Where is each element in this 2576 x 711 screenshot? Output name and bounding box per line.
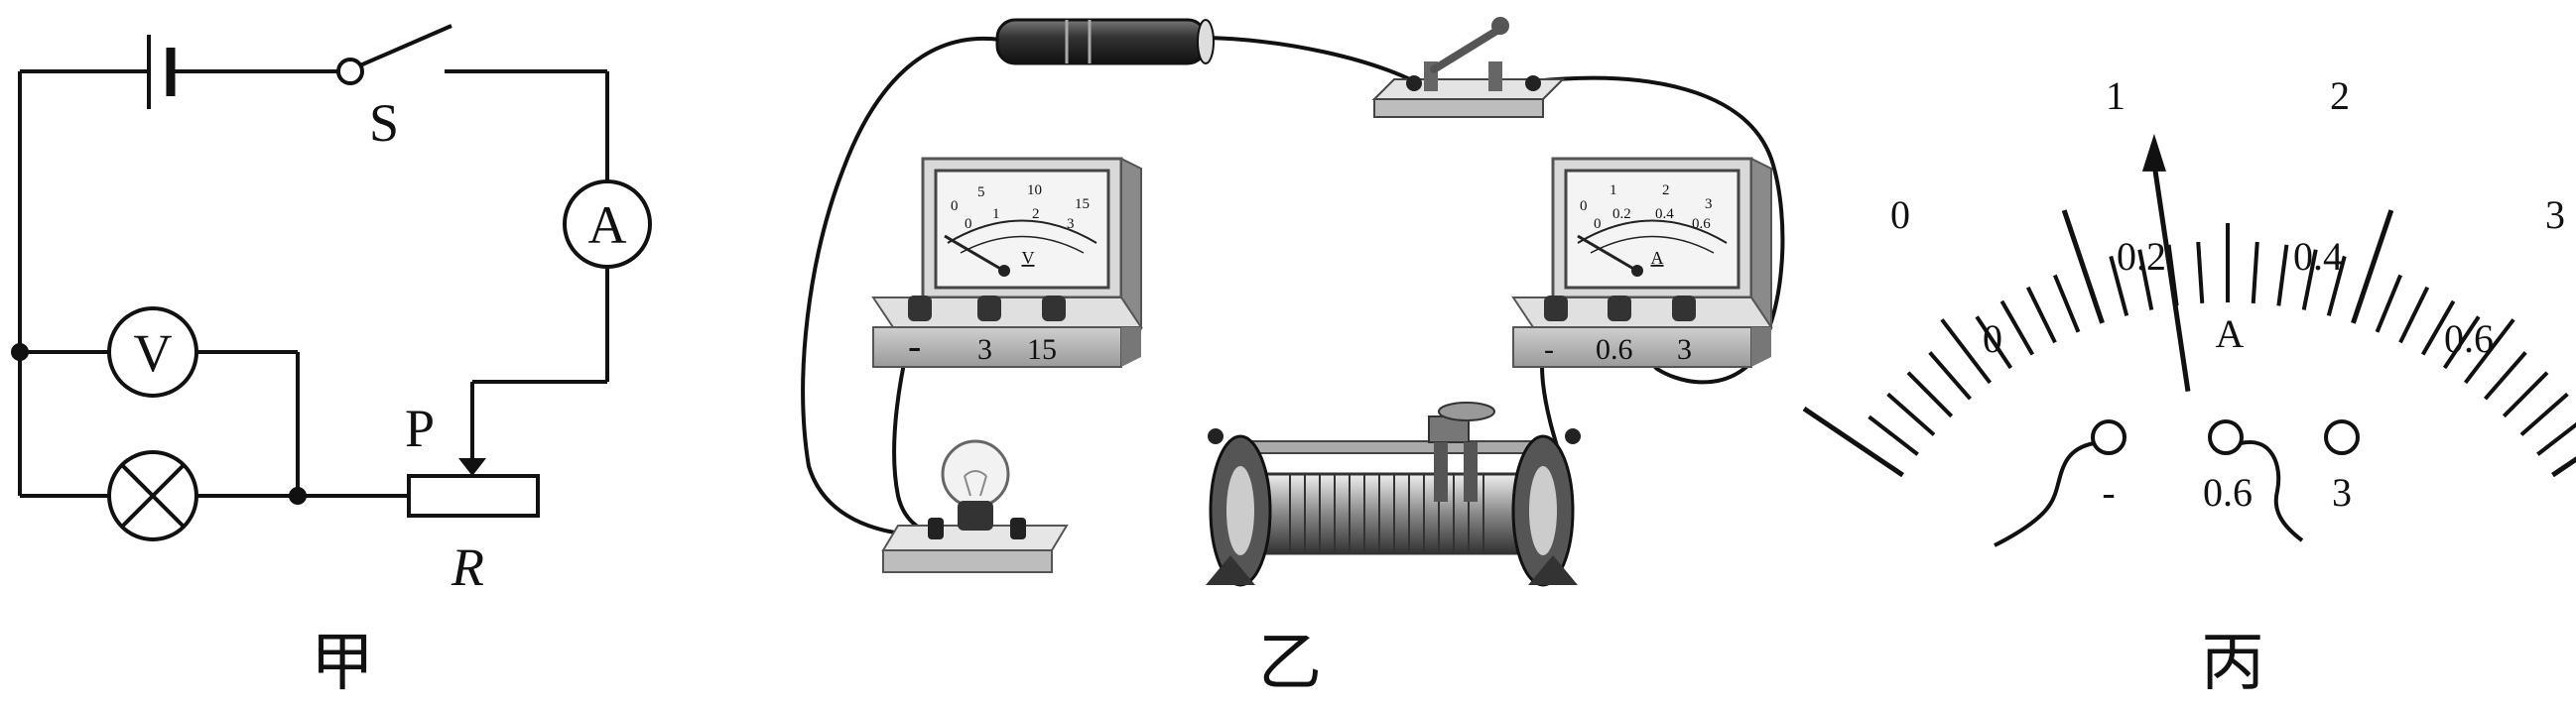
- dial-tick: [2483, 351, 2527, 401]
- dial-outer-1: 1: [2106, 73, 2125, 118]
- ammeter-outer-1: 1: [1610, 182, 1617, 198]
- ammeter-letter: A: [588, 195, 627, 255]
- voltmeter-inner-2: 2: [1032, 206, 1040, 222]
- slider-label: P: [405, 399, 435, 458]
- ammeter-unit: A: [1651, 248, 1664, 268]
- voltmeter-terminal-3: 3: [977, 333, 992, 366]
- voltmeter-inner-1: 1: [992, 206, 1000, 222]
- ammeter-inner-3: 0.6: [1692, 216, 1711, 232]
- dial-tick: [2109, 255, 2129, 316]
- dial-tick: [1975, 315, 2013, 370]
- ammeter-inner-0: 0: [1594, 216, 1602, 232]
- apparatus-ammeter: [1511, 157, 1773, 368]
- dial-pointer: [2141, 133, 2191, 392]
- lamp-assembly: [881, 439, 1069, 573]
- voltmeter-unit: V: [1022, 248, 1035, 268]
- voltmeter-outer-2: 10: [1027, 182, 1042, 198]
- voltmeter-inner-3: 3: [1067, 216, 1075, 232]
- rheostat-body: [407, 474, 540, 518]
- ammeter-outer-0: 0: [1580, 198, 1588, 214]
- ammeter-terminal-06: 0.6: [1596, 333, 1633, 366]
- ammeter-outer-2: 2: [1662, 182, 1670, 198]
- dial-tick: [2536, 421, 2576, 456]
- dial-tick: [2301, 249, 2318, 310]
- dial-tick: [2398, 286, 2430, 344]
- dial-tick: [1802, 406, 1904, 478]
- pointer-arrow-head: [2141, 133, 2166, 172]
- terminal-3: [2324, 419, 2360, 455]
- caption-bing: 丙: [2201, 627, 2264, 700]
- circuit-diagram: [11, 24, 652, 541]
- ammeter-terminal-3: 3: [1677, 333, 1692, 366]
- dial-inner-0: 0: [1983, 316, 2002, 361]
- switch-label: S: [369, 93, 399, 153]
- dial-tick: [2375, 274, 2402, 333]
- knife-switch: [1371, 17, 1566, 118]
- slider-arrow-head: [458, 458, 486, 476]
- dial-tick: [2053, 274, 2081, 333]
- dial-tick: [2326, 255, 2347, 316]
- dial-tick: [2351, 209, 2394, 324]
- dial-tick: [2502, 371, 2549, 418]
- dial-tick: [2420, 299, 2456, 356]
- dial-tick: [2519, 392, 2569, 436]
- dial-unit: A: [2216, 311, 2245, 356]
- switch-pivot: [336, 58, 364, 85]
- dial-terminal-neg-label: -: [2102, 470, 2115, 515]
- dial-ticks: [1802, 209, 2576, 478]
- battery: [995, 18, 1215, 65]
- apparatus-rheostat: [1206, 402, 1581, 587]
- dial-tick: [2025, 286, 2057, 344]
- caption-jia: 甲: [311, 627, 374, 700]
- junction-right: [289, 487, 307, 505]
- pointer-shaft: [2151, 163, 2191, 392]
- dial-terminal-3-label: 3: [2332, 470, 2352, 515]
- apparatus-voltmeter: [871, 157, 1143, 368]
- ammeter-needle: [1577, 234, 1636, 272]
- caption-yi: 乙: [1258, 627, 1322, 700]
- dial-tick: [1906, 371, 1954, 418]
- voltmeter-inner-0: 0: [965, 216, 972, 232]
- dial-terminal-06-label: 0.6: [2203, 470, 2253, 515]
- voltmeter-terminal-15: 15: [1027, 333, 1057, 366]
- dial-tick: [2551, 456, 2576, 478]
- voltmeter-needle: [944, 234, 1003, 272]
- dial-tick: [1999, 299, 2035, 356]
- ammeter-terminal-neg: -: [1544, 333, 1554, 366]
- terminal-06: [2208, 419, 2244, 455]
- dial-tick: [2251, 241, 2259, 303]
- ammeter-inner-1: 0.2: [1612, 206, 1631, 222]
- dial-outer-0: 0: [1890, 192, 1910, 237]
- voltmeter-terminal-neg: -: [908, 323, 921, 368]
- dial-inner-2: 0.4: [2293, 234, 2343, 279]
- dial-tick: [1940, 318, 1993, 385]
- dial-terminals: [1994, 419, 2360, 547]
- dial-inner-3: 0.6: [2444, 316, 2494, 361]
- rheostat-label: R: [451, 537, 484, 597]
- dial-tick: [1868, 415, 1919, 456]
- dial-outer-2: 2: [2330, 73, 2350, 118]
- dial-inner-1: 0.2: [2117, 234, 2166, 279]
- dial-tick: [2442, 315, 2481, 370]
- voltmeter-outer-3: 15: [1075, 196, 1090, 212]
- dial-tick: [2196, 241, 2205, 303]
- ammeter-outer-3: 3: [1705, 196, 1713, 212]
- voltmeter-outer-0: 0: [951, 198, 959, 214]
- switch-blade: [359, 24, 452, 67]
- dial-tick: [1928, 351, 1973, 401]
- voltmeter-letter: V: [134, 323, 173, 383]
- dial-tick: [2276, 244, 2289, 306]
- terminal-neg: [2091, 419, 2126, 455]
- dial-tick: [2061, 209, 2105, 324]
- dial-outer-3: 3: [2545, 192, 2565, 237]
- dial-tick: [2137, 249, 2154, 310]
- dial-tick: [2463, 318, 2515, 385]
- dial-tick: [1886, 392, 1936, 436]
- voltmeter-outer-1: 5: [977, 184, 985, 200]
- ammeter-inner-2: 0.4: [1655, 206, 1674, 222]
